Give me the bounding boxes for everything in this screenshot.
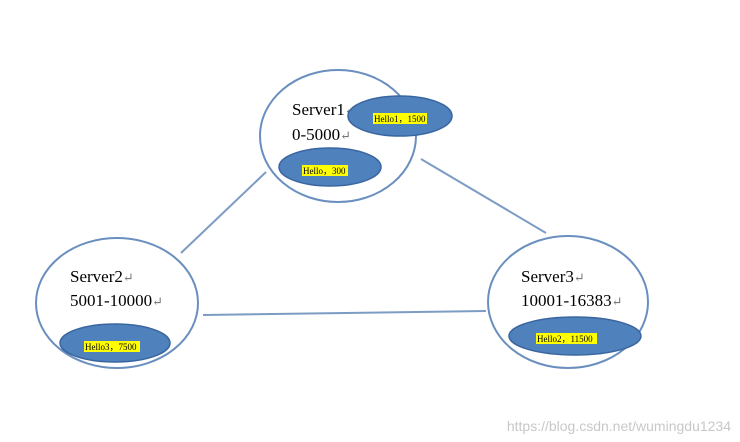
server3-key-hello2: Hello2，11500 [508,316,642,356]
key-highlight [302,165,348,176]
key-highlight [536,333,597,344]
return-mark: ↵ [152,294,163,309]
server3-range: 10001-16383↵ [521,291,623,310]
server1-node: Server1↵ 0-5000↵ Hello1，1500 Hello，300 [259,69,453,203]
server3-node: Server3↵ 10001-16383↵ Hello2，11500 [487,235,649,369]
server1-name: Server1↵ [292,100,356,119]
server2-range: 5001-10000↵ [70,291,163,310]
edge-server1-server2 [180,171,267,254]
key-label: Hello1，1500 [374,114,426,124]
key-highlight [84,341,140,352]
key-label: Hello，300 [303,166,346,176]
watermark-text: https://blog.csdn.net/wumingdu1234 [507,418,731,434]
key-highlight [373,113,427,124]
server2-key-hello3: Hello3，7500 [59,323,171,363]
return-mark: ↵ [123,270,134,285]
server3-name: Server3↵ [521,267,585,286]
return-mark: ↵ [574,270,585,285]
key-label: Hello2，11500 [537,334,593,344]
server1-key-hello1: Hello1，1500 [347,95,453,137]
server1-range: 0-5000↵ [292,125,351,144]
edge-server2-server3 [202,310,487,316]
key-label: Hello3，7500 [85,342,137,352]
return-mark: ↵ [340,128,351,143]
edge-server1-server3 [420,158,547,234]
server2-node: Server2↵ 5001-10000↵ Hello3，7500 [35,237,199,369]
return-mark: ↵ [612,294,623,309]
server1-key-hello: Hello，300 [278,147,382,187]
server2-name: Server2↵ [70,267,134,286]
